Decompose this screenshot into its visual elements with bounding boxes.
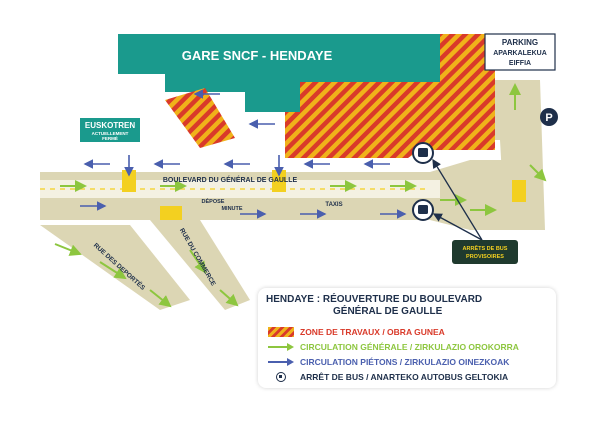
parking-access-road [480, 80, 545, 230]
bus-stops-label-2: PROVISOIRES [466, 254, 504, 260]
legend-label-bus: ARRÊT DE BUS / ANARTEKO AUTOBUS GELTOKIA [300, 372, 509, 382]
legend-label-works: ZONE DE TRAVAUX / OBRA GUNEA [300, 327, 445, 337]
legend-item-pedestrian: CIRCULATION PIÉTONS / ZIRKULAZIO OINEZKO… [268, 356, 553, 368]
legend-item-works: ZONE DE TRAVAUX / OBRA GUNEA [268, 326, 553, 338]
parking-box [484, 33, 556, 71]
boulevard-label: BOULEVARD DU GÉNÉRAL DE GAULLE [163, 175, 298, 184]
parking-label-2: APARKALEKUA [493, 50, 547, 57]
euskotren-status-1: ACTUELLEMENT [92, 131, 129, 136]
works-zone-swatch [268, 327, 294, 337]
works-zone-west [165, 88, 235, 148]
bus-stops-callout-box [452, 240, 518, 264]
station-building [118, 34, 485, 112]
legend-item-bus: ARRÊT DE BUS / ANARTEKO AUTOBUS GELTOKIA [268, 371, 553, 383]
station-label: GARE SNCF - HENDAYE [182, 48, 333, 63]
taxis-label: TAXIS [325, 202, 342, 208]
bus-stop-icon [276, 372, 286, 382]
legend-item-traffic: CIRCULATION GÉNÉRALE / ZIRKULAZIO OROKOR… [268, 341, 553, 353]
legend-label-pedestrian: CIRCULATION PIÉTONS / ZIRKULAZIO OINEZKO… [300, 357, 510, 367]
legend: HENDAYE : RÉOUVERTURE DU BOULEVARD GÉNÉR… [258, 288, 556, 388]
parking-sign-letter: P [545, 112, 552, 124]
euskotren-label: EUSKOTREN [85, 121, 135, 130]
legend-title-line2: GÉNÉRAL DE GAULLE [333, 306, 443, 317]
bus-stop-south[interactable] [412, 199, 434, 221]
bus-stops-label-1: ARRÊTS DE BUS [463, 244, 508, 252]
bus-callout-line-2 [432, 213, 483, 241]
parking-sign-icon [540, 108, 558, 126]
legend-title-line1: HENDAYE : RÉOUVERTURE DU BOULEVARD [266, 294, 483, 305]
euskotren-status-2: FERMÉ [102, 134, 118, 141]
bus-callout-line-1 [432, 158, 483, 241]
works-zone-east [285, 34, 495, 158]
parking-label-1: PARKING [502, 38, 538, 47]
legend-label-traffic: CIRCULATION GÉNÉRALE / ZIRKULAZIO OROKOR… [300, 342, 519, 352]
general-traffic-arrows [54, 83, 547, 308]
depose-label-2: MINUTE [221, 206, 242, 212]
legend-title: HENDAYE : RÉOUVERTURE DU BOULEVARD GÉNÉR… [266, 294, 556, 318]
pedestrian-arrows [80, 89, 407, 219]
bus-stop-north[interactable] [412, 142, 434, 164]
legend-bus-swatch [268, 372, 294, 382]
green-arrow-icon [268, 342, 294, 352]
blue-arrow-icon [268, 357, 294, 367]
depose-label-1: DÉPOSE [202, 197, 225, 205]
pedestrian-crossings [122, 170, 526, 220]
euskotren-box [80, 118, 140, 142]
parking-label-3: EIFFIA [509, 60, 531, 67]
